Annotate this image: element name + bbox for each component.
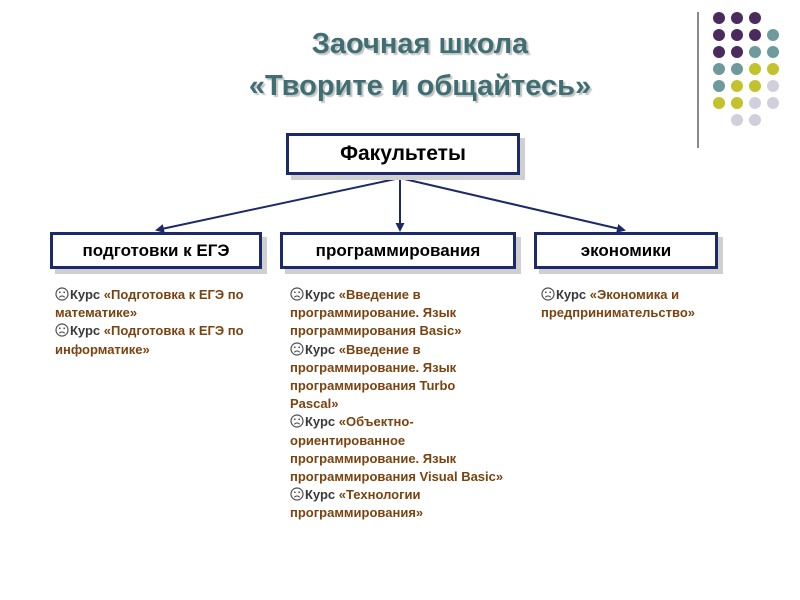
decorative-dot bbox=[731, 12, 743, 24]
course-name: «Экономика и предпринимательство» bbox=[541, 287, 696, 321]
decorative-dot bbox=[731, 63, 743, 75]
faculty-label-exam-prep: подготовки к ЕГЭ bbox=[82, 240, 230, 260]
course-prefix: Курс bbox=[305, 287, 339, 302]
sad-face-icon bbox=[290, 487, 304, 501]
decorative-dot bbox=[713, 29, 725, 41]
course-prefix: Курс bbox=[305, 414, 339, 430]
decorative-dot bbox=[731, 46, 743, 58]
arrow-to-exam-faculty bbox=[155, 177, 401, 233]
course-item: Курс «Технологии программирования» bbox=[290, 486, 505, 522]
course-prefix: Курс bbox=[70, 287, 104, 302]
course-name: «Подготовка к ЕГЭ по информатике» bbox=[55, 323, 244, 357]
faculty-label-economics: экономики bbox=[580, 240, 672, 260]
faculty-label-programming: программирования bbox=[315, 240, 481, 260]
course-prefix: Курс bbox=[305, 487, 339, 503]
course-item: Курс «Объектно-ориентированное программи… bbox=[290, 413, 505, 486]
sad-face-icon bbox=[290, 414, 304, 429]
course-item: Курс «Экономика и предпринимательство» bbox=[541, 286, 741, 322]
course-item: Курс «Подготовка к ЕГЭ по информатике» bbox=[55, 322, 255, 358]
faculty-box-economics: экономики bbox=[534, 232, 718, 269]
course-prefix: Курс bbox=[70, 323, 104, 339]
decorative-dot bbox=[767, 46, 779, 58]
decorative-dot bbox=[767, 63, 779, 75]
decorative-divider bbox=[697, 12, 699, 148]
course-item: Курс «Введение в программирование. Язык … bbox=[290, 341, 505, 414]
decorative-dot bbox=[713, 97, 725, 109]
decorative-dot bbox=[731, 29, 743, 41]
faculty-box-programming: программирования bbox=[280, 232, 516, 269]
sad-face-icon bbox=[290, 287, 304, 301]
decorative-dot bbox=[713, 80, 725, 92]
course-name: «Введение в программирование. Язык прогр… bbox=[290, 287, 462, 339]
decorative-dot bbox=[749, 97, 761, 109]
course-name: «Введение в программирование. Язык прогр… bbox=[290, 341, 457, 412]
course-list-exam-prep: Курс «Подготовка к ЕГЭ по математике» Ку… bbox=[55, 286, 255, 359]
decorative-dot bbox=[731, 80, 743, 92]
faculties-root-label: Факультеты bbox=[340, 142, 466, 165]
decorative-dot bbox=[749, 46, 761, 58]
decorative-dot bbox=[731, 114, 743, 126]
decorative-dot bbox=[713, 12, 725, 24]
decorative-dot bbox=[731, 97, 743, 109]
course-name: «Подготовка к ЕГЭ по математике» bbox=[55, 287, 244, 321]
decorative-dot bbox=[713, 63, 725, 75]
decorative-dot bbox=[749, 80, 761, 92]
sad-face-icon bbox=[290, 342, 304, 356]
course-item: Курс «Введение в программирование. Язык … bbox=[290, 286, 505, 341]
page-title-line1: Заочная школа bbox=[311, 28, 529, 60]
decorative-dot bbox=[767, 97, 779, 109]
faculties-root-box: Факультеты bbox=[286, 133, 520, 175]
course-name: «Технологии программирования» bbox=[290, 487, 424, 521]
course-prefix: Курс bbox=[556, 287, 590, 302]
sad-face-icon bbox=[541, 287, 555, 301]
page-title-line2: «Творите и общайтесь» bbox=[248, 70, 592, 102]
course-name: «Объектно-ориентированное программирован… bbox=[290, 414, 504, 485]
decorative-dot bbox=[749, 114, 761, 126]
decorative-dot bbox=[749, 12, 761, 24]
sad-face-icon bbox=[55, 287, 69, 301]
arrow-to-economics-faculty bbox=[399, 177, 626, 233]
faculty-box-exam-prep: подготовки к ЕГЭ bbox=[50, 232, 262, 269]
course-prefix: Курс bbox=[305, 341, 339, 357]
decorative-dot bbox=[713, 46, 725, 58]
decorative-dot bbox=[749, 29, 761, 41]
course-item: Курс «Подготовка к ЕГЭ по математике» bbox=[55, 286, 255, 322]
decorative-dot bbox=[767, 80, 779, 92]
decorative-dot bbox=[767, 29, 779, 41]
course-list-economics: Курс «Экономика и предпринимательство» bbox=[541, 286, 741, 322]
sad-face-icon bbox=[55, 323, 69, 338]
course-list-programming: Курс «Введение в программирование. Язык … bbox=[290, 286, 505, 523]
decorative-dot bbox=[749, 63, 761, 75]
